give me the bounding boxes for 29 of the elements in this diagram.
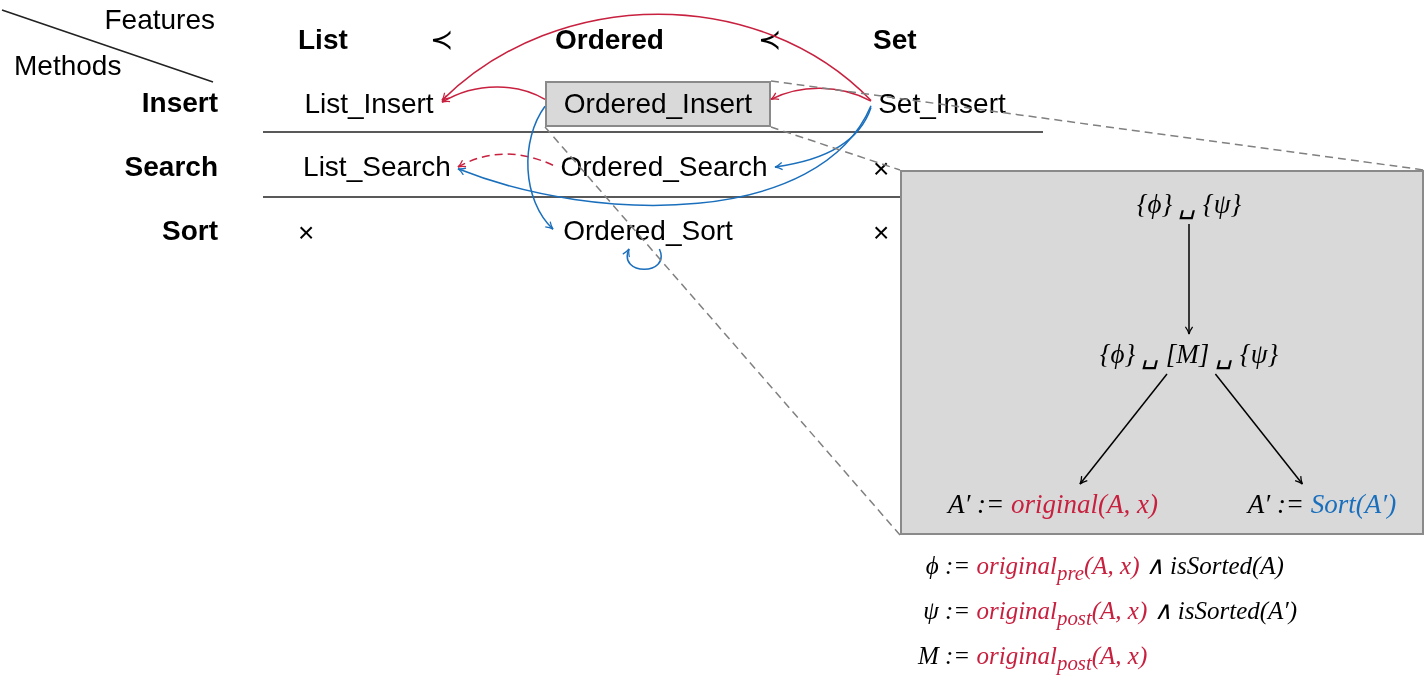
definition-text: ψ := original$_{post}$(A, x) ∧ isSorted(A′) [923, 596, 1298, 632]
header-label: Features [103, 3, 215, 37]
formula-text: {ϕ} ␣ [M] ␣ {ψ} [1079, 334, 1299, 374]
highlighted-method-box: Ordered_Insert [545, 81, 771, 127]
method-name: Ordered_Search [553, 149, 775, 185]
row-header: Insert [140, 86, 218, 120]
column-header: Set [873, 23, 917, 57]
zoom-line [544, 126, 901, 536]
method-name: Ordered_Sort [553, 213, 743, 249]
cross-mark: × [873, 216, 890, 250]
zoom-panel [900, 170, 1424, 535]
formula-text: A′ := original(A, x) [918, 484, 1188, 524]
method-name: Set_Insert [871, 86, 1013, 122]
row-header: Search [123, 150, 218, 184]
formula-text: A′ := Sort(A′) [1224, 484, 1420, 524]
zoom-line [770, 126, 901, 171]
column-header: List [298, 23, 348, 57]
precedence-symbol: ≺ [430, 23, 453, 57]
definition-text: ϕ := original$_{pre}$(A, x) ∧ isSorted(A) [925, 551, 1284, 587]
cross-mark: × [298, 216, 315, 250]
column-header: Ordered [555, 23, 664, 57]
zoom-line [770, 80, 1425, 171]
row-header: Sort [161, 214, 218, 248]
formula-text: {ϕ} ␣ {ψ} [1109, 184, 1269, 224]
definition-text: M := original$_{post}$(A, x) [917, 641, 1148, 677]
method-name: List_Insert [296, 86, 442, 122]
cross-mark: × [873, 152, 890, 186]
method-name: List_Search [296, 149, 458, 185]
header-label: Methods [14, 49, 122, 83]
